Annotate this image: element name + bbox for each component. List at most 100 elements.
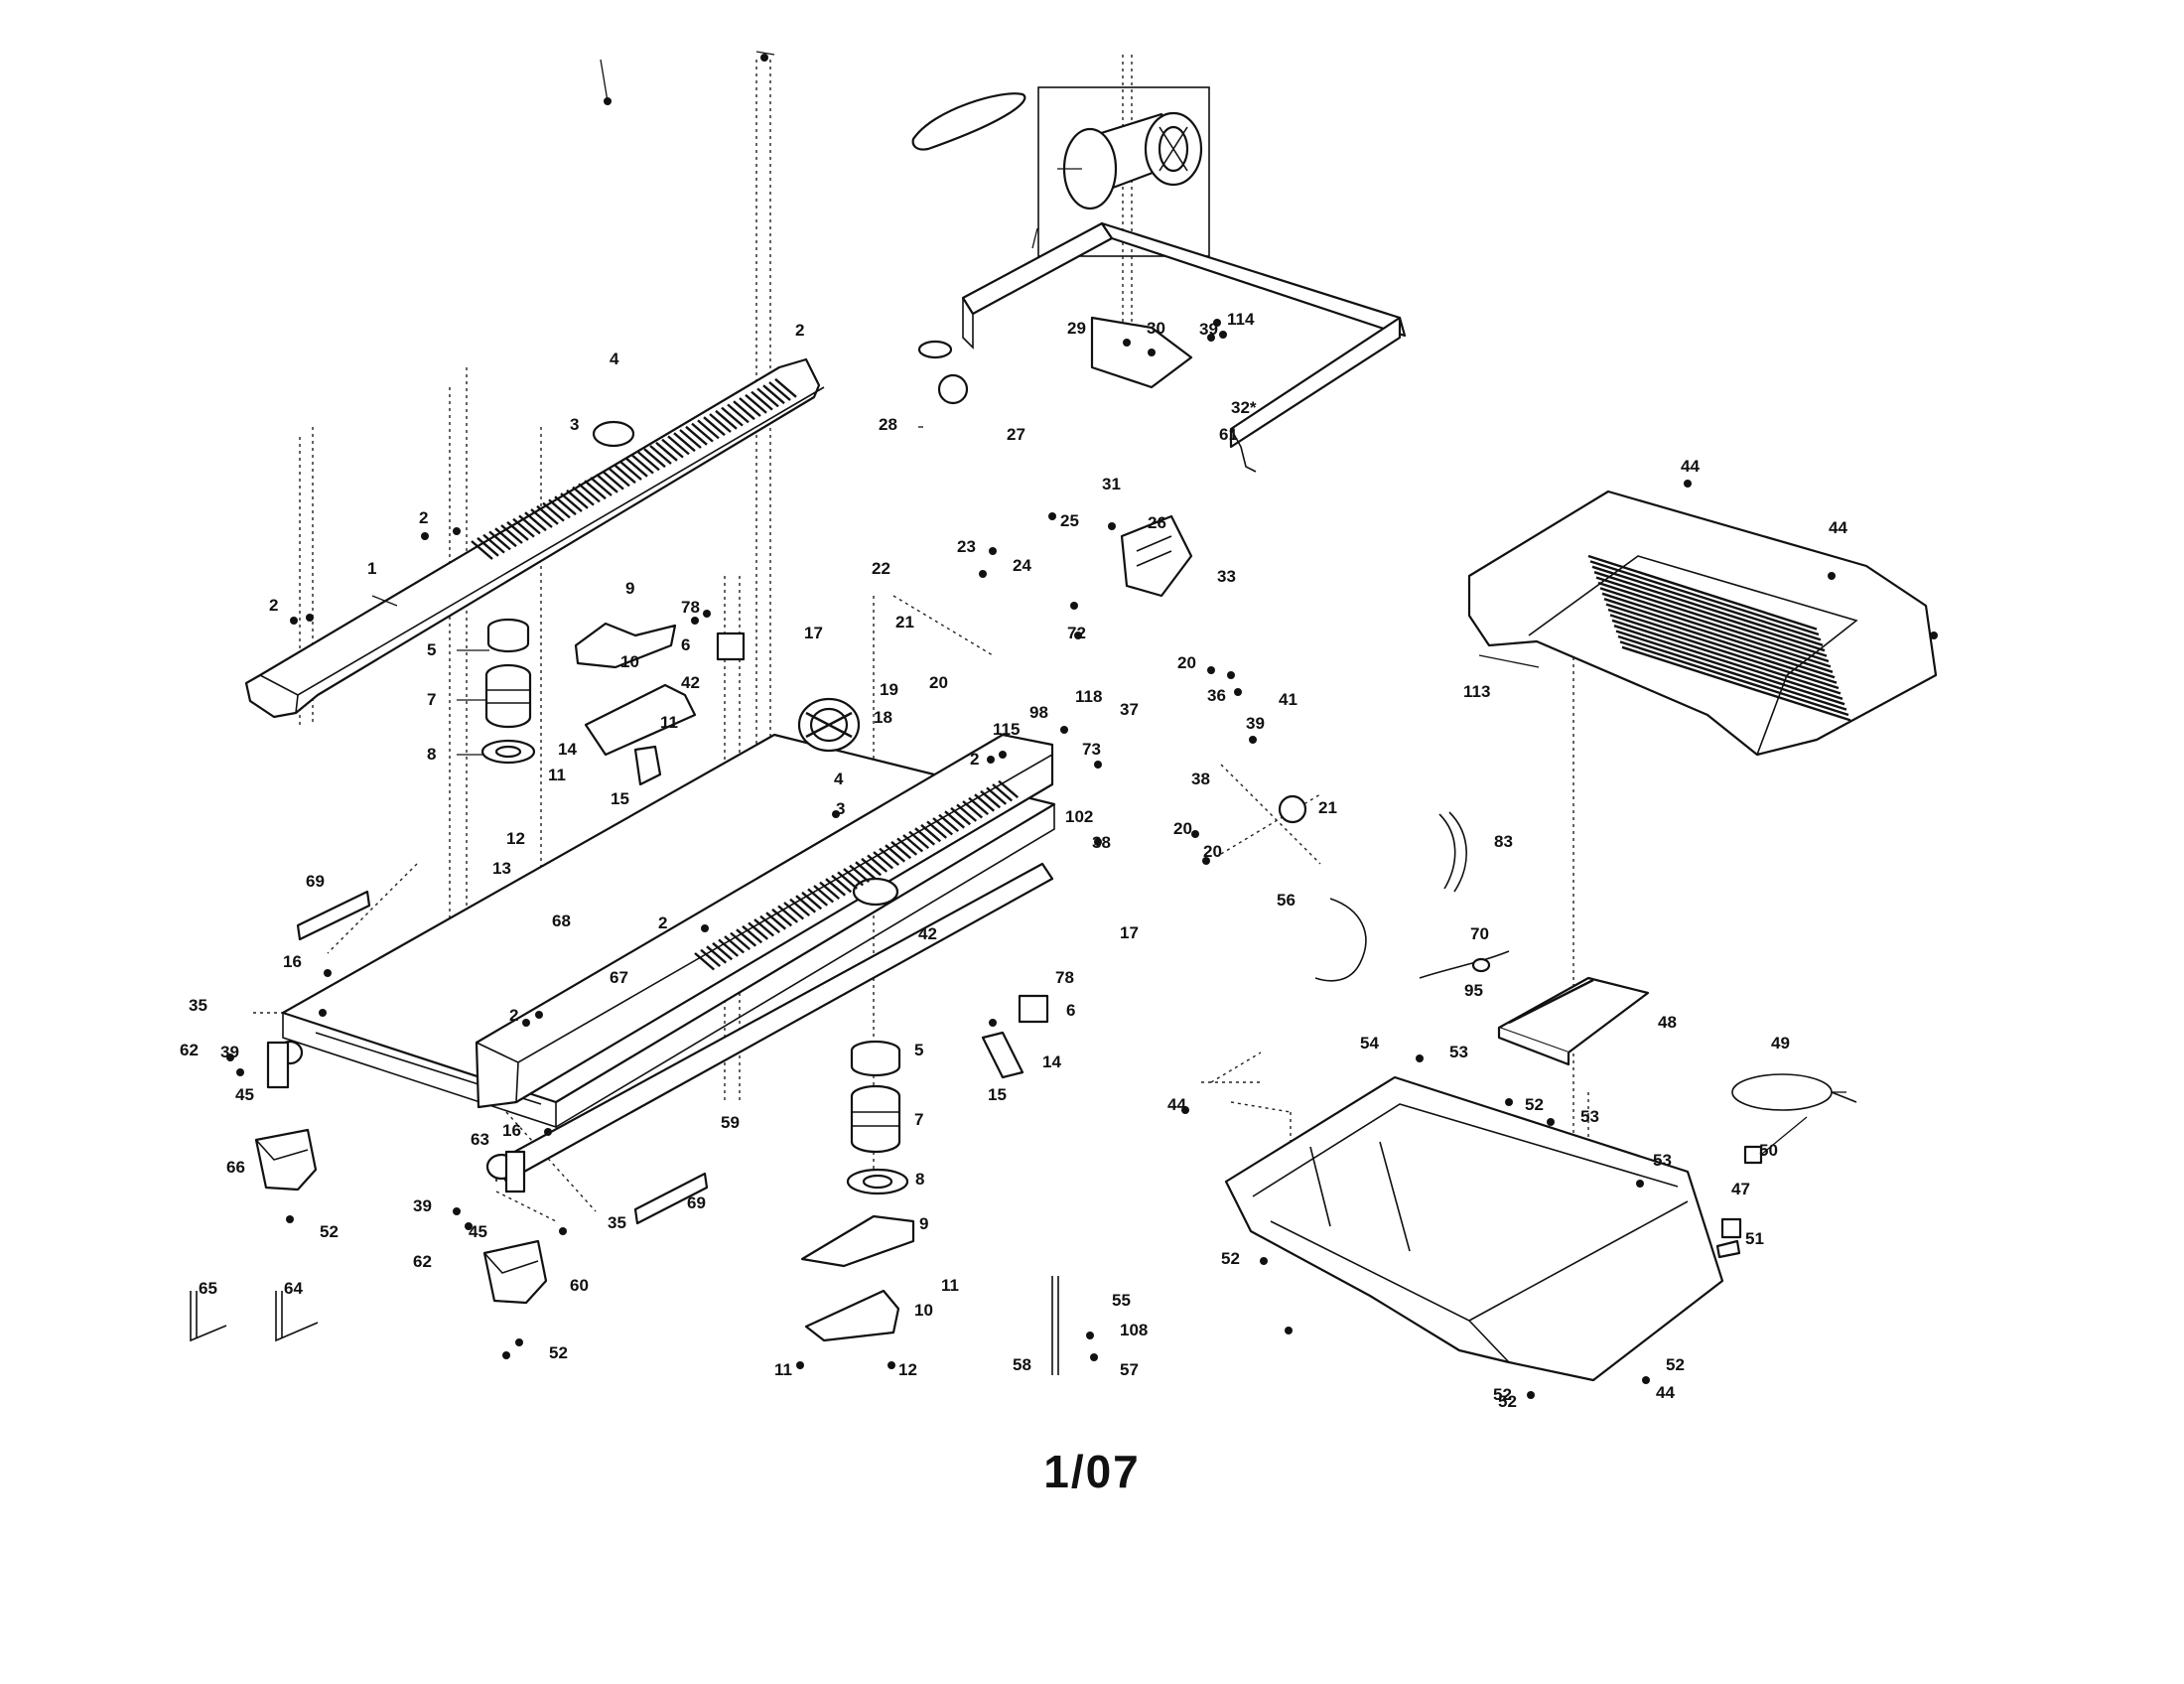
callout-7: 7 xyxy=(914,1110,923,1129)
callout-4: 4 xyxy=(610,350,619,368)
callout-6: 6 xyxy=(1066,1001,1075,1020)
grip-groove xyxy=(986,786,1008,805)
grip-groove xyxy=(998,779,1020,799)
screw-marker xyxy=(701,924,709,932)
grip-groove xyxy=(867,854,888,873)
callout-39: 39 xyxy=(413,1196,432,1215)
grip-groove xyxy=(637,451,660,472)
grip-groove xyxy=(831,874,853,894)
grip-groove xyxy=(715,409,738,430)
part-18-front-pulley xyxy=(797,697,861,753)
callout-42: 42 xyxy=(681,673,700,692)
hood-vent-grille xyxy=(1587,554,1851,722)
grip-groove xyxy=(500,524,523,544)
callout-72: 72 xyxy=(1067,624,1086,642)
callout-113: 113 xyxy=(1463,682,1490,701)
screw-marker xyxy=(1684,480,1692,488)
callout-8: 8 xyxy=(427,745,436,764)
callout-23: 23 xyxy=(957,537,976,556)
callout-44: 44 xyxy=(1829,518,1847,537)
callout-102: 102 xyxy=(1065,807,1093,826)
screw-marker xyxy=(1930,632,1938,639)
callout-62: 62 xyxy=(413,1252,432,1271)
grip-groove xyxy=(530,508,553,528)
grip-groove xyxy=(709,413,732,433)
callout-59: 59 xyxy=(721,1113,740,1132)
grip-groove xyxy=(625,457,648,478)
page-code: 1/07 xyxy=(1043,1446,1141,1497)
callout-47: 47 xyxy=(1731,1180,1750,1198)
callout-16: 16 xyxy=(502,1121,521,1140)
part-33-upright-frame xyxy=(961,221,1407,473)
screw-marker xyxy=(306,614,314,622)
callout-52: 52 xyxy=(320,1222,339,1241)
callout-8: 8 xyxy=(915,1170,924,1189)
grip-groove xyxy=(742,924,763,944)
callout-58: 58 xyxy=(1013,1355,1031,1374)
callout-64: 64 xyxy=(284,1279,303,1298)
grip-groove xyxy=(938,813,960,833)
grip-groove xyxy=(774,377,797,398)
grip-groove xyxy=(512,517,535,538)
screw-marker xyxy=(559,1227,567,1235)
callout-55: 55 xyxy=(1112,1291,1131,1310)
part-28-drive-belt xyxy=(911,92,1026,151)
right-rail-step-grip xyxy=(694,779,1020,971)
grip-groove xyxy=(1607,608,1838,684)
grip-groove xyxy=(902,834,924,853)
screw-marker xyxy=(1074,632,1082,639)
screw-marker xyxy=(453,1207,461,1215)
callout-53: 53 xyxy=(1653,1151,1672,1170)
fastener-markers xyxy=(226,54,1938,1399)
grip-groove xyxy=(739,397,761,417)
callout-11: 11 xyxy=(941,1276,959,1295)
grip-groove xyxy=(694,952,716,971)
grip-groove xyxy=(825,878,847,897)
screw-marker xyxy=(1260,1257,1268,1265)
callout-31: 31 xyxy=(1102,475,1121,493)
callout-24: 24 xyxy=(1013,556,1031,575)
callout-14: 14 xyxy=(558,740,577,759)
grip-groove xyxy=(992,783,1014,802)
grip-groove xyxy=(1621,645,1851,722)
part-1-left-rail xyxy=(244,357,825,719)
part-63-rear-roller xyxy=(266,1040,526,1193)
grip-groove xyxy=(572,486,595,506)
screw-marker xyxy=(319,1009,327,1017)
callout-18: 18 xyxy=(874,708,892,727)
screw-marker xyxy=(1249,736,1257,744)
callout-16: 16 xyxy=(283,952,302,971)
callout-52: 52 xyxy=(1525,1095,1544,1114)
grip-groove xyxy=(718,938,740,957)
screw-marker xyxy=(1505,1098,1513,1106)
part-21-wheels xyxy=(937,373,1307,824)
grip-groove xyxy=(655,441,678,462)
callout-44: 44 xyxy=(1681,457,1700,476)
grip-groove xyxy=(1609,614,1840,690)
screw-marker xyxy=(226,1053,234,1061)
callout-52: 52 xyxy=(1498,1392,1517,1411)
callout-19: 19 xyxy=(880,680,898,699)
screw-marker xyxy=(1090,1353,1098,1361)
grip-groove xyxy=(1593,571,1824,646)
grip-groove xyxy=(861,857,883,877)
screw-marker xyxy=(535,1011,543,1019)
callout-108: 108 xyxy=(1120,1321,1148,1339)
callout-21: 21 xyxy=(895,613,914,632)
grip-groove xyxy=(932,817,954,836)
callout-4: 4 xyxy=(834,770,844,788)
screw-marker xyxy=(1207,334,1215,342)
part-6-bumper-block xyxy=(716,632,1049,1024)
grip-groove xyxy=(849,864,871,884)
grip-groove xyxy=(477,536,499,557)
callout-42: 42 xyxy=(918,924,937,943)
part-54-motor-hood-base xyxy=(1224,1075,1724,1382)
screw-marker xyxy=(691,617,699,625)
callout-21: 21 xyxy=(1318,798,1337,817)
grip-groove xyxy=(748,921,769,940)
callout-5: 5 xyxy=(427,640,436,659)
grip-groove xyxy=(596,473,618,493)
part-113-motor-hood xyxy=(1467,490,1938,757)
left-rail-step-grip xyxy=(471,377,797,560)
grip-groove xyxy=(908,830,930,850)
